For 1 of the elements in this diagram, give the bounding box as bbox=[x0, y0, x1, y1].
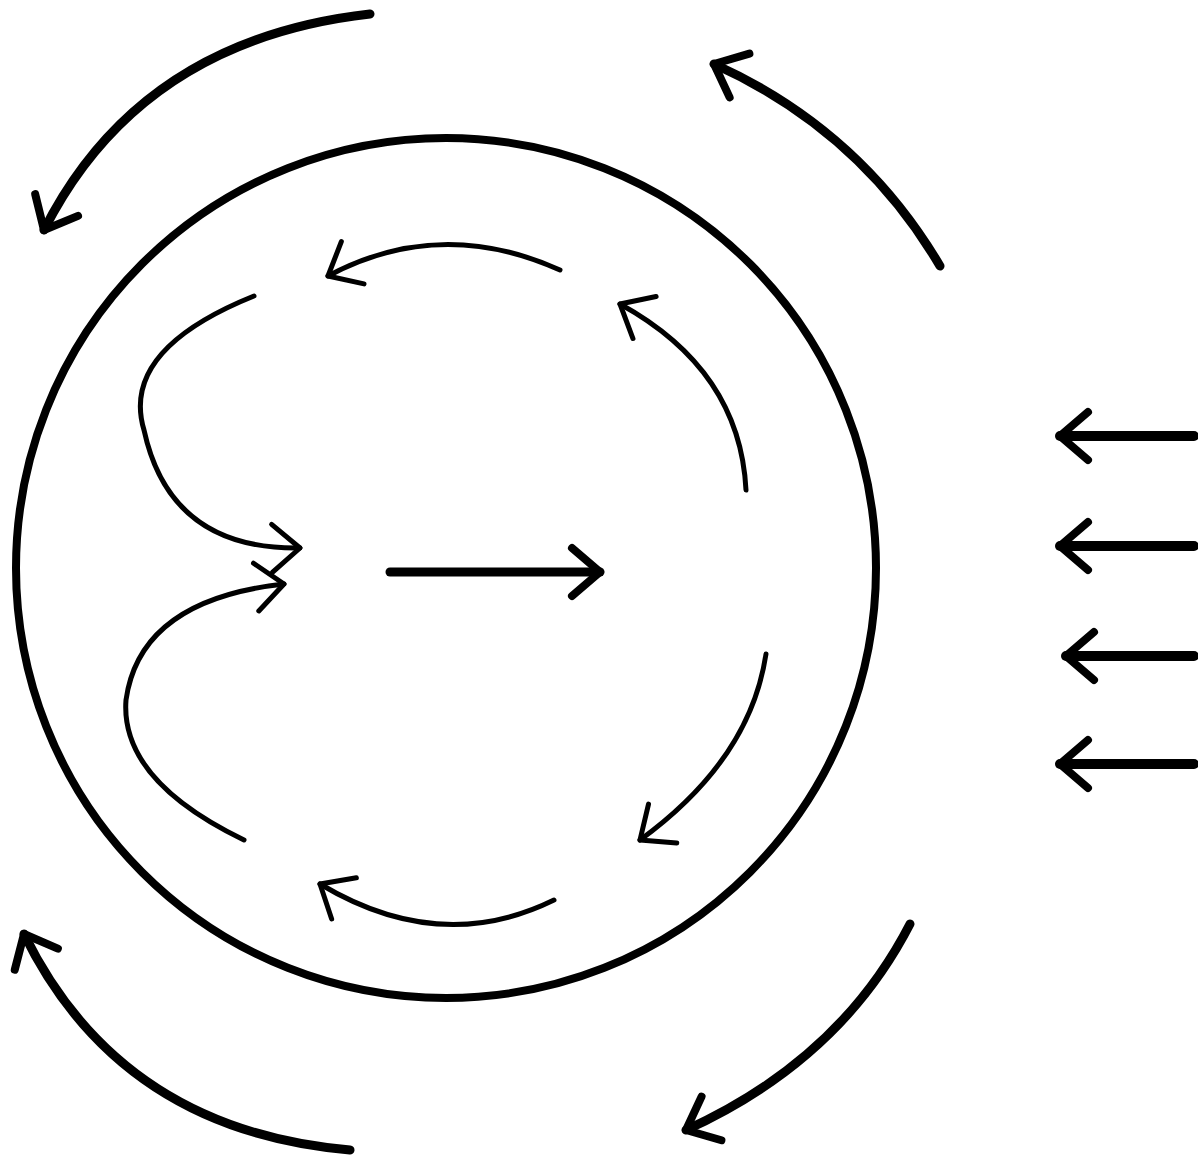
circle-outline bbox=[12, 134, 880, 1002]
